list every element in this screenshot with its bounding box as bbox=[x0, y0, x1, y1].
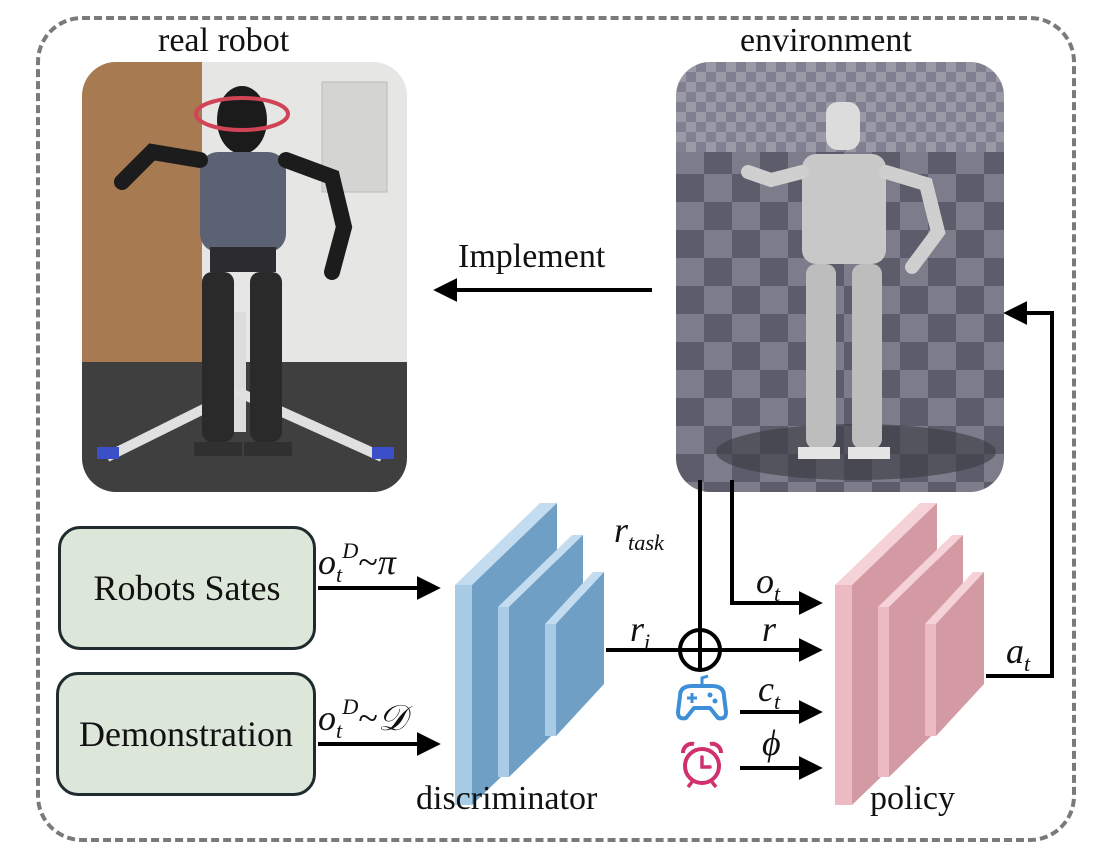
policy-label: policy bbox=[870, 780, 955, 817]
discriminator-label: discriminator bbox=[416, 780, 598, 817]
policy-block bbox=[835, 503, 984, 805]
implement-label: Implement bbox=[458, 238, 606, 275]
sum-circle-icon bbox=[678, 628, 722, 672]
gamepad-icon bbox=[676, 674, 728, 721]
real-robot-label: real robot bbox=[158, 22, 290, 59]
at-arrow bbox=[986, 301, 1054, 678]
discriminator-block bbox=[455, 503, 604, 805]
alarm-clock-icon bbox=[681, 741, 723, 789]
dashed-frame bbox=[36, 16, 1076, 842]
robot-states-obs-label: otD~π bbox=[318, 538, 396, 587]
ot-arrow bbox=[730, 480, 823, 615]
a-t-label: at bbox=[1006, 631, 1031, 676]
demonstration-box: Demonstration bbox=[56, 672, 316, 796]
demonstration-text: Demonstration bbox=[79, 714, 293, 754]
robot-states-box: Robots Sates bbox=[58, 526, 316, 650]
r-i-label: ri bbox=[630, 609, 651, 654]
environment-label: environment bbox=[740, 22, 912, 59]
real-robot-photo bbox=[82, 62, 407, 492]
demonstration-obs-label: otD~𝒟 bbox=[318, 694, 407, 743]
o-t-label: ot bbox=[756, 561, 781, 606]
c-t-label: ct bbox=[758, 669, 781, 714]
r-label: r bbox=[762, 609, 777, 649]
r-task-label: rtask bbox=[614, 510, 664, 555]
robot-states-text: Robots Sates bbox=[93, 568, 281, 608]
phi-label: ϕ bbox=[762, 723, 781, 763]
simulation-environment-image bbox=[676, 62, 1004, 492]
